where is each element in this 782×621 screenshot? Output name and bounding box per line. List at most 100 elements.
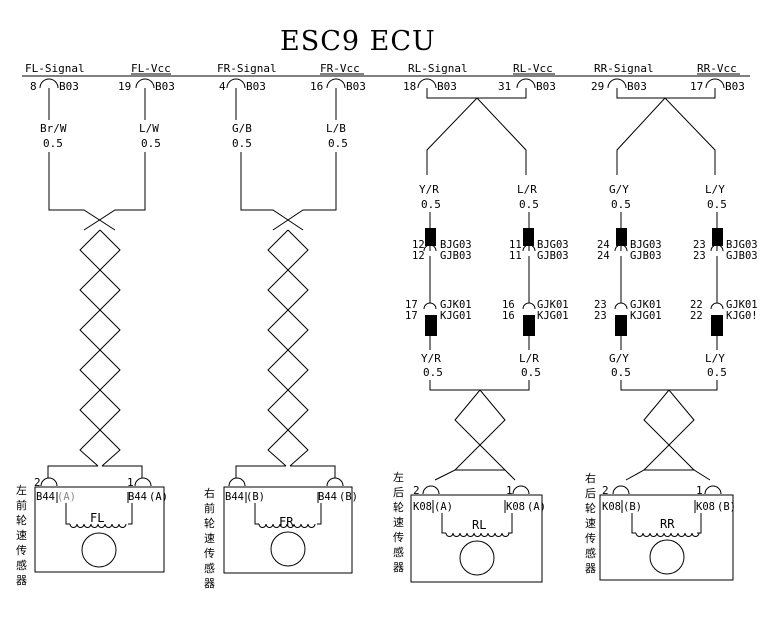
rr-conn1-left-bottom: GJB03 bbox=[630, 250, 662, 262]
rr-inline-fuse-left-2 bbox=[615, 315, 627, 336]
rr-vcc-terminal bbox=[705, 78, 725, 89]
fl-vcc-wire-color: L/W bbox=[139, 122, 159, 135]
rr-sensor-magnet bbox=[649, 539, 685, 575]
fl-sensor-pin-left: 2 bbox=[34, 476, 41, 489]
fr-sensor-magnet bbox=[270, 531, 306, 567]
rr-conn1-right-bottom: GJB03 bbox=[726, 250, 758, 262]
rl-low-wire-left-gauge: 0.5 bbox=[423, 366, 443, 379]
rr-inline-fuse-right-2 bbox=[711, 315, 723, 336]
rr-conn2-right-bottom: KJG0! bbox=[726, 310, 758, 322]
rr-inline-fuse-left bbox=[616, 228, 627, 246]
rr-sensor-pin-left: 2 bbox=[602, 484, 609, 497]
fl-signal-conn: B03 bbox=[59, 80, 79, 93]
rr-sensor-conn-right-suffix: (B) bbox=[717, 501, 736, 513]
svg-text:器: 器 bbox=[204, 577, 215, 590]
fr-signal-wire-gauge: 0.5 bbox=[232, 137, 252, 150]
channel-rl: RL-Signal RL-Vcc 18 B03 31 B03 Y/R 0.5 L… bbox=[393, 62, 569, 583]
fr-signal-conn: B03 bbox=[246, 80, 266, 93]
rr-conn1-right-pin-top: 23 bbox=[693, 239, 706, 251]
rr-conn1-left-pin-bottom: 24 bbox=[597, 250, 610, 262]
rr-signal-conn: B03 bbox=[627, 80, 647, 93]
rl-conn1-right-bottom: GJB03 bbox=[537, 250, 569, 262]
rl-inline-fuse-left bbox=[425, 228, 436, 246]
rr-sensor-conn-right: K08 bbox=[696, 501, 715, 513]
fr-vcc-label: FR-Vcc bbox=[320, 62, 360, 75]
fr-sensor-label: FR bbox=[279, 515, 294, 529]
rr-sensor-coil bbox=[635, 532, 700, 537]
rr-vcc-pin: 17 bbox=[690, 80, 703, 93]
rl-conn2-left-pin-bottom: 17 bbox=[405, 310, 418, 322]
fl-sensor-conn-left: B44 bbox=[36, 491, 55, 503]
rr-upper-cross-a bbox=[616, 88, 716, 175]
fl-signal-label: FL-Signal bbox=[25, 62, 85, 75]
svg-text:前: 前 bbox=[16, 498, 27, 512]
svg-text:感: 感 bbox=[393, 546, 404, 559]
svg-text:轮: 轮 bbox=[585, 501, 596, 515]
rr-conn2-left-pin-bottom: 23 bbox=[594, 310, 607, 322]
fl-sensor-conn-right: B44 bbox=[128, 491, 147, 503]
rr-vcc-conn: B03 bbox=[725, 80, 745, 93]
svg-text:轮: 轮 bbox=[16, 513, 27, 527]
svg-text:器: 器 bbox=[393, 561, 404, 574]
fr-wire-right bbox=[272, 152, 337, 231]
rl-conn1-left-bottom: GJB03 bbox=[440, 250, 472, 262]
fl-sensor-conn-left-suffix: (A) bbox=[57, 491, 76, 503]
fr-sensor-conn-left-suffix: (B) bbox=[246, 491, 265, 503]
rl-conn2-right-top: GJK01 bbox=[537, 299, 569, 311]
svg-text:轮: 轮 bbox=[204, 516, 215, 530]
rl-low-wire-right-color: L/R bbox=[519, 352, 539, 365]
rl-conn1-right-pin-top: 11 bbox=[509, 239, 522, 251]
rl-vcc-label: RL-Vcc bbox=[513, 62, 553, 75]
rl-signal-conn: B03 bbox=[437, 80, 457, 93]
diagram-title: ESC9 ECU bbox=[280, 26, 436, 57]
rl-mid-wire-left-gauge: 0.5 bbox=[421, 198, 441, 211]
svg-text:后: 后 bbox=[393, 486, 404, 499]
rl-inline-fuse-left-2 bbox=[425, 315, 437, 336]
rl-vcc-pin: 31 bbox=[498, 80, 511, 93]
rl-conn2-left-top: GJK01 bbox=[440, 299, 472, 311]
svg-text:前: 前 bbox=[204, 501, 215, 515]
rr-low-wire-right-gauge: 0.5 bbox=[707, 366, 727, 379]
rl-upper-cross-a bbox=[426, 88, 527, 175]
rr-low-wire-right-color: L/Y bbox=[705, 352, 725, 365]
svg-text:器: 器 bbox=[16, 574, 27, 587]
svg-text:左: 左 bbox=[16, 484, 27, 497]
rr-signal-pin: 29 bbox=[591, 80, 604, 93]
rr-conn2-left-bottom: KJG01 bbox=[630, 310, 662, 322]
svg-text:感: 感 bbox=[585, 547, 596, 560]
svg-text:轮: 轮 bbox=[393, 500, 404, 514]
rr-vcc-label: RR-Vcc bbox=[697, 62, 737, 75]
fl-sensor-name: 左 前 轮 速 传 感 器 bbox=[16, 484, 27, 587]
fr-signal-wire-color: G/B bbox=[232, 122, 252, 135]
rl-sensor-coil bbox=[445, 532, 510, 537]
rr-sensor-box bbox=[599, 494, 734, 581]
rr-signal-label: RR-Signal bbox=[594, 62, 654, 75]
svg-text:感: 感 bbox=[204, 562, 215, 575]
svg-text:左: 左 bbox=[393, 471, 404, 484]
fr-signal-pin: 4 bbox=[219, 80, 226, 93]
svg-text:传: 传 bbox=[16, 544, 27, 557]
rl-signal-pin: 18 bbox=[403, 80, 416, 93]
rr-mid-wire-right-gauge: 0.5 bbox=[707, 198, 727, 211]
rr-conn2-right-pin-bottom: 22 bbox=[690, 310, 703, 322]
rl-upper-cross-b bbox=[426, 88, 527, 175]
rr-sensor-conn-left-suffix: (B) bbox=[623, 501, 642, 513]
fr-signal-label: FR-Signal bbox=[217, 62, 277, 75]
fl-vcc-conn: B03 bbox=[155, 80, 175, 93]
fr-vcc-terminal bbox=[326, 78, 346, 89]
rl-signal-label: RL-Signal bbox=[408, 62, 468, 75]
fl-twisted-b bbox=[79, 229, 121, 467]
rl-inline-fuse-right bbox=[523, 228, 534, 246]
rr-sensor-conn-left: K08 bbox=[602, 501, 621, 513]
fr-sensor-conn-right-suffix: (B) bbox=[339, 491, 358, 503]
rr-conn1-left-top: BJG03 bbox=[630, 239, 662, 251]
svg-text:速: 速 bbox=[204, 532, 215, 545]
rr-conn1-right-pin-bottom: 23 bbox=[693, 250, 706, 262]
fl-signal-terminal bbox=[39, 78, 59, 89]
fl-wire-left bbox=[48, 152, 116, 231]
fl-vcc-terminal bbox=[135, 78, 155, 89]
rr-inline-fuse-right bbox=[712, 228, 723, 246]
fr-sensor-conn-right: B44 bbox=[318, 491, 337, 503]
rl-vcc-conn: B03 bbox=[536, 80, 556, 93]
